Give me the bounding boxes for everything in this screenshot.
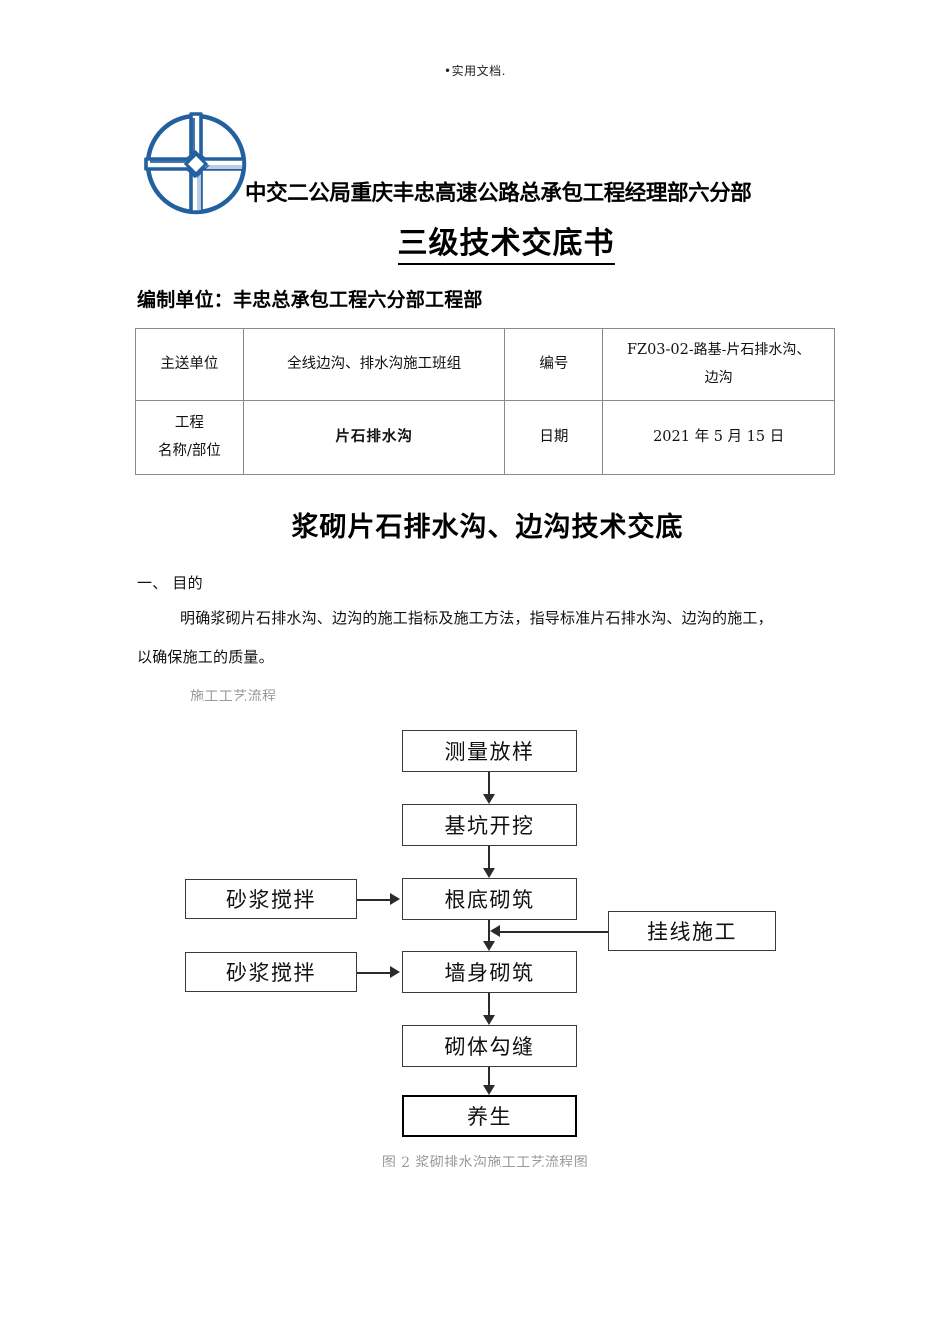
- info-table: 主送单位 全线边沟、排水沟施工班组 编号 FZ03-02-路基-片石排水沟、 边…: [135, 328, 835, 475]
- flow-node-curing: 养生: [402, 1095, 577, 1137]
- page-title: 三级技术交底书: [0, 218, 950, 265]
- compiler-unit-line: 编制单位：丰忠总承包工程六分部工程部: [137, 289, 483, 311]
- cell-date-label: 日期: [504, 400, 604, 475]
- connector-foundation-wall: [488, 920, 490, 943]
- doc-number-line2: 边沟: [704, 369, 733, 386]
- connector-pointing-curing: [488, 1067, 490, 1087]
- table-row: 工程 名称/部位 片石排水沟 日期 2021 年 5 月 15 日: [135, 400, 835, 475]
- table-row: 主送单位 全线边沟、排水沟施工班组 编号 FZ03-02-路基-片石排水沟、 边…: [135, 328, 835, 401]
- paragraph-line-1: 明确浆砌片石排水沟、边沟的施工指标及施工方法，指导标准片石排水沟、边沟的施工，: [180, 609, 773, 627]
- figure-caption: 图 2 浆砌排水沟施工工艺流程图: [381, 1155, 589, 1167]
- doc-number-main: FZ03-02: [626, 341, 689, 358]
- arrow-left-icon: [490, 925, 500, 937]
- arrow-right-icon: [390, 893, 400, 905]
- flow-node-pointing: 砌体勾缝: [402, 1025, 577, 1067]
- arrow-down-icon: [483, 1085, 495, 1095]
- cell-number-value: FZ03-02-路基-片石排水沟、 边沟: [602, 328, 835, 401]
- cell-number-label: 编号: [504, 328, 604, 401]
- arrow-down-icon: [483, 794, 495, 804]
- arrow-right-icon: [390, 966, 400, 978]
- project-label-line1: 工程: [174, 414, 204, 431]
- connector-wall-pointing: [488, 993, 490, 1017]
- connector-linehanging-spine: [500, 931, 608, 933]
- flow-node-mortar-mixing-1: 砂浆搅拌: [185, 879, 357, 919]
- page-title-text: 三级技术交底书: [397, 226, 615, 265]
- arrow-down-icon: [483, 868, 495, 878]
- paragraph-line-2: 以确保施工的质量。: [137, 648, 274, 666]
- flow-node-mortar-mixing-2: 砂浆搅拌: [185, 952, 357, 992]
- flow-node-wall: 墙身砌筑: [402, 951, 577, 993]
- cell-project-label: 工程 名称/部位: [135, 400, 244, 475]
- cell-project-name: 片石排水沟: [242, 400, 506, 475]
- flow-node-excavation: 基坑开挖: [402, 804, 577, 846]
- doc-number-suffix: -路基-片石排水沟、: [688, 341, 811, 358]
- flow-node-foundation: 根底砌筑: [402, 878, 577, 920]
- connector-measure-excavation: [488, 772, 490, 796]
- running-header: •实用文档.: [444, 64, 506, 78]
- arrow-down-icon: [483, 941, 495, 951]
- section-heading: 浆砌片石排水沟、边沟技术交底: [291, 512, 684, 543]
- process-flowchart: 测量放样 基坑开挖 根底砌筑 墙身砌筑 砌体勾缝 养生 砂浆搅拌 砂浆搅拌 挂线…: [0, 715, 950, 1145]
- cell-recipient-label: 主送单位: [135, 328, 244, 401]
- project-label-line2: 名称/部位: [157, 442, 221, 459]
- flow-node-measure: 测量放样: [402, 730, 577, 772]
- clause-heading: 一、 目的: [137, 574, 203, 592]
- organization-name: 中交二公局重庆丰忠高速公路总承包工程经理部六分部: [245, 181, 752, 205]
- connector-mortar1-foundation: [357, 899, 392, 901]
- cell-recipient-value: 全线边沟、排水沟施工班组: [242, 328, 506, 401]
- arrow-down-icon: [483, 1015, 495, 1025]
- process-subheading: 施工工艺流程: [190, 689, 277, 701]
- cccc-compass-logo: [144, 112, 248, 216]
- connector-excavation-foundation: [488, 846, 490, 870]
- connector-mortar2-wall: [357, 972, 392, 974]
- cell-date-value: 2021 年 5 月 15 日: [602, 400, 835, 475]
- flow-node-line-hanging: 挂线施工: [608, 911, 776, 951]
